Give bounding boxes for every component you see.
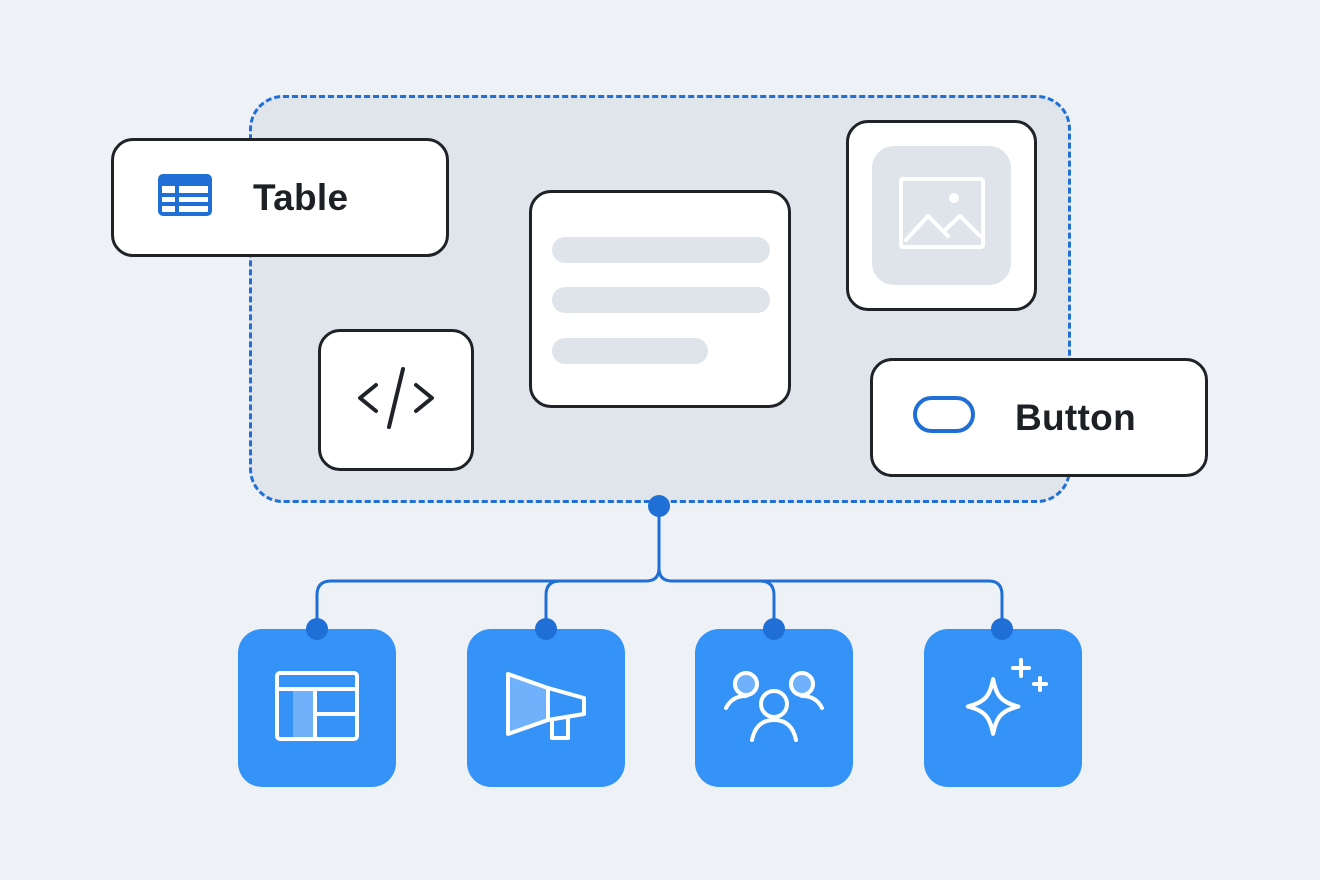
megaphone-icon [502, 668, 590, 749]
table-chip-label: Table [253, 176, 349, 218]
button-component-chip[interactable]: Button [870, 358, 1208, 477]
connector-bus-right [657, 566, 1004, 631]
layout-module-tile[interactable] [238, 629, 396, 787]
connector-branch-users [758, 579, 776, 631]
text-placeholder-line [552, 287, 770, 313]
code-component-card[interactable] [318, 329, 474, 471]
text-placeholder-line [552, 338, 708, 364]
button-pill-icon [913, 396, 975, 439]
button-chip-label: Button [1015, 396, 1136, 438]
ai-module-tile[interactable] [924, 629, 1082, 787]
connector-bus [315, 566, 661, 631]
image-component-card[interactable] [846, 120, 1037, 311]
sparkle-icon [951, 656, 1055, 761]
table-icon [158, 174, 212, 221]
users-icon [722, 668, 826, 749]
connector-branch-campaign [544, 579, 562, 631]
campaign-module-tile[interactable] [467, 629, 625, 787]
text-placeholder-line [552, 237, 770, 263]
image-placeholder [872, 146, 1011, 285]
audience-module-tile[interactable] [695, 629, 853, 787]
code-icon [356, 366, 436, 435]
text-component-card[interactable] [529, 190, 791, 408]
table-component-chip[interactable]: Table [111, 138, 449, 257]
layout-icon [274, 670, 360, 747]
image-icon [898, 176, 986, 255]
